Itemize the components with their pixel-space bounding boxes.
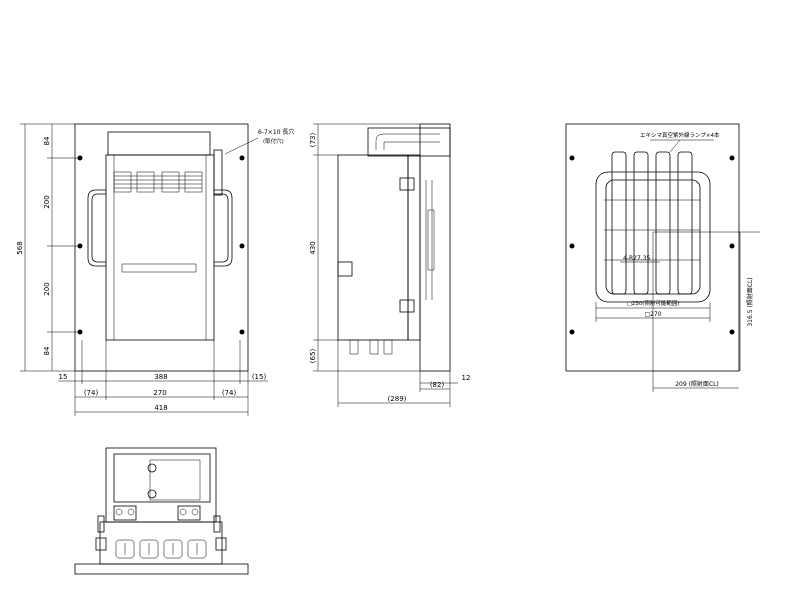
connector-bottom bbox=[399, 299, 415, 313]
dim-270-rear: □270 bbox=[644, 311, 661, 318]
side-label-box bbox=[337, 261, 353, 277]
side-view: (73) 430 (65) 12 (82) (289) bbox=[309, 123, 471, 407]
front-vertical-dims: 84 200 200 84 568 bbox=[16, 123, 80, 372]
radius-note: 4-R27.35 bbox=[623, 255, 651, 262]
front-mounting-plate bbox=[74, 123, 249, 372]
mounting-hole bbox=[239, 243, 245, 249]
dim-209: 209 (照射面CL) bbox=[675, 380, 719, 388]
front-horizontal-dims: 15 388 (15) (74) 270 (74) 418 bbox=[58, 340, 268, 416]
dim-316: 316.5 (照射面CL) bbox=[746, 277, 754, 326]
mounting-hole bbox=[239, 329, 245, 335]
dim-65: (65) bbox=[309, 349, 317, 364]
dim-289: (289) bbox=[388, 395, 407, 403]
dim-74-right: (74) bbox=[222, 389, 237, 397]
rear-view: エキシマ真空紫外線ランプ×4本 4-R27.35 □230(照射可能範囲) □2… bbox=[565, 123, 760, 392]
dim-200-lower: 200 bbox=[43, 282, 51, 295]
dim-12: 12 bbox=[462, 374, 471, 382]
side-body bbox=[337, 154, 409, 341]
rear-mounting-plate bbox=[565, 123, 740, 372]
top-cover bbox=[107, 131, 211, 156]
dim-84-top: 84 bbox=[43, 136, 51, 145]
dim-15-left: 15 bbox=[59, 373, 68, 381]
connector-top bbox=[399, 177, 415, 191]
vent-grille bbox=[113, 171, 203, 193]
side-dims: (73) 430 (65) 12 (82) (289) bbox=[309, 123, 471, 407]
bottom-top-cover bbox=[105, 447, 217, 523]
dim-73: (73) bbox=[309, 133, 317, 148]
hole-note: 6-7×10 長穴 bbox=[258, 128, 294, 136]
bottom-mounting-plate bbox=[74, 563, 249, 575]
label-slot bbox=[121, 263, 197, 273]
dim-418: 418 bbox=[154, 404, 167, 412]
dim-270: 270 bbox=[153, 389, 166, 397]
mounting-hole bbox=[239, 155, 245, 161]
dim-430: 430 bbox=[309, 241, 317, 254]
lamp-array bbox=[604, 151, 700, 295]
bottom-lamp-connectors bbox=[115, 539, 207, 559]
side-fitting bbox=[213, 149, 223, 196]
front-view: 84 200 200 84 568 15 388 (15) (74) 270 (… bbox=[16, 123, 294, 416]
dim-230: □230(照射可能範囲) bbox=[627, 299, 680, 307]
dim-84-bottom: 84 bbox=[43, 346, 51, 355]
dim-388: 388 bbox=[154, 373, 167, 381]
bottom-view bbox=[74, 447, 249, 575]
dim-15-right: (15) bbox=[252, 373, 267, 381]
lamp-note: エキシマ真空紫外線ランプ×4本 bbox=[640, 131, 720, 139]
dim-82: (82) bbox=[430, 381, 445, 389]
left-handle bbox=[87, 189, 106, 267]
side-mounting-plate bbox=[419, 123, 451, 372]
dim-200-upper: 200 bbox=[43, 195, 51, 208]
side-top-duct bbox=[367, 127, 451, 157]
hole-note-sub: (取付穴) bbox=[263, 137, 284, 145]
dim-568: 568 bbox=[16, 241, 24, 254]
front-body bbox=[105, 154, 215, 341]
right-handle bbox=[214, 189, 233, 267]
dim-74-left: (74) bbox=[84, 389, 99, 397]
